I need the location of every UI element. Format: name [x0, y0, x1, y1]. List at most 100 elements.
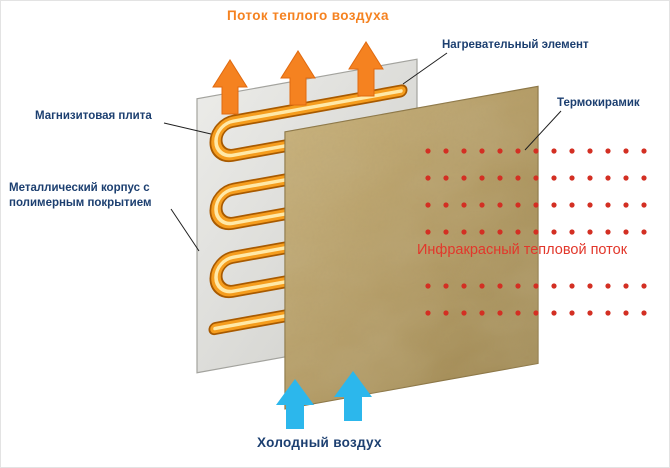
infrared-dot — [443, 283, 449, 289]
magnesite-plate-label: Магнизитовая плита — [35, 110, 152, 122]
infrared-dot — [533, 310, 539, 316]
leader-line-casing — [170, 208, 200, 252]
infrared-dot — [587, 283, 593, 289]
infrared-dot — [605, 202, 611, 208]
infrared-dot — [515, 229, 521, 235]
infrared-dot — [461, 283, 467, 289]
leader-line-heating-element — [402, 52, 448, 85]
infrared-dot — [569, 202, 575, 208]
infrared-dot — [569, 175, 575, 181]
infrared-dot — [497, 148, 503, 154]
infrared-dot — [461, 310, 467, 316]
infrared-dot — [443, 229, 449, 235]
infrared-dot — [605, 175, 611, 181]
thermoceramic-panel-group — [284, 85, 539, 410]
warm-air-arrow — [280, 50, 316, 106]
infrared-dot — [515, 175, 521, 181]
infrared-dot — [461, 175, 467, 181]
warm-air-arrows — [212, 41, 384, 115]
leader-lines — [163, 52, 562, 252]
infrared-dot — [479, 310, 485, 316]
infrared-dot — [479, 148, 485, 154]
infrared-dot — [623, 310, 629, 316]
infrared-dot — [533, 283, 539, 289]
infrared-dot — [443, 202, 449, 208]
infrared-dot — [461, 229, 467, 235]
infrared-dot — [641, 229, 647, 235]
infrared-dot — [569, 283, 575, 289]
infrared-dot — [623, 283, 629, 289]
infrared-dot — [497, 175, 503, 181]
infrared-dot — [623, 202, 629, 208]
cold-air-arrow — [276, 379, 314, 429]
infrared-dot — [533, 175, 539, 181]
infrared-dot — [623, 148, 629, 154]
infrared-dot — [497, 310, 503, 316]
leader-line-magnesite — [163, 122, 212, 135]
infrared-dot — [551, 148, 557, 154]
infrared-dot — [425, 283, 431, 289]
infrared-dot — [641, 310, 647, 316]
thermoceramic-label: Термокирамик — [557, 97, 640, 109]
infrared-dot — [443, 310, 449, 316]
infrared-dot — [479, 175, 485, 181]
infrared-dot — [605, 310, 611, 316]
cold-air-arrows — [276, 371, 372, 429]
infrared-dot — [479, 229, 485, 235]
infrared-dot — [479, 283, 485, 289]
infrared-dot — [443, 148, 449, 154]
infrared-dot — [515, 148, 521, 154]
infrared-dots — [425, 148, 647, 316]
infrared-dot — [641, 148, 647, 154]
infrared-dot — [551, 229, 557, 235]
infrared-dot — [443, 175, 449, 181]
infrared-dot — [515, 283, 521, 289]
infrared-dot — [623, 175, 629, 181]
warm-air-title: Поток теплого воздуха — [227, 8, 389, 23]
infrared-dot — [515, 202, 521, 208]
infrared-dot — [587, 229, 593, 235]
leader-line-thermoceramic — [524, 110, 562, 151]
infrared-dot — [587, 310, 593, 316]
cold-air-label: Холодный воздух — [257, 435, 382, 450]
infrared-dot — [515, 310, 521, 316]
infrared-dot — [533, 229, 539, 235]
infrared-dot — [587, 202, 593, 208]
infrared-dot — [497, 202, 503, 208]
infrared-dot — [641, 175, 647, 181]
warm-air-arrow — [212, 59, 248, 115]
warm-air-arrow — [348, 41, 384, 97]
infrared-dot — [569, 229, 575, 235]
infrared-dot — [533, 148, 539, 154]
infrared-dot — [533, 202, 539, 208]
infrared-dot — [605, 148, 611, 154]
infrared-dot — [425, 148, 431, 154]
infrared-dot — [587, 148, 593, 154]
metal-casing-label: Металлический корпус с полимерным покрыт… — [9, 182, 152, 209]
infrared-dot — [551, 175, 557, 181]
infrared-dot — [425, 175, 431, 181]
infrared-dot — [497, 229, 503, 235]
infrared-dot — [425, 229, 431, 235]
infrared-dot — [605, 229, 611, 235]
infrared-dot — [623, 229, 629, 235]
infrared-dot — [569, 310, 575, 316]
infrared-dot — [605, 283, 611, 289]
infrared-dot — [641, 202, 647, 208]
heating-element-label: Нагревательный элемент — [442, 39, 589, 51]
infrared-dot — [461, 148, 467, 154]
thermoceramic-grain — [285, 86, 538, 409]
infrared-dot — [479, 202, 485, 208]
infrared-dot — [551, 202, 557, 208]
infrared-dot — [461, 202, 467, 208]
cold-air-arrow — [334, 371, 372, 421]
infrared-dot — [425, 310, 431, 316]
infrared-dot — [569, 148, 575, 154]
infrared-dot — [425, 202, 431, 208]
infrared-dot — [641, 283, 647, 289]
infrared-dot — [551, 283, 557, 289]
infrared-dot — [551, 310, 557, 316]
infrared-dot — [497, 283, 503, 289]
